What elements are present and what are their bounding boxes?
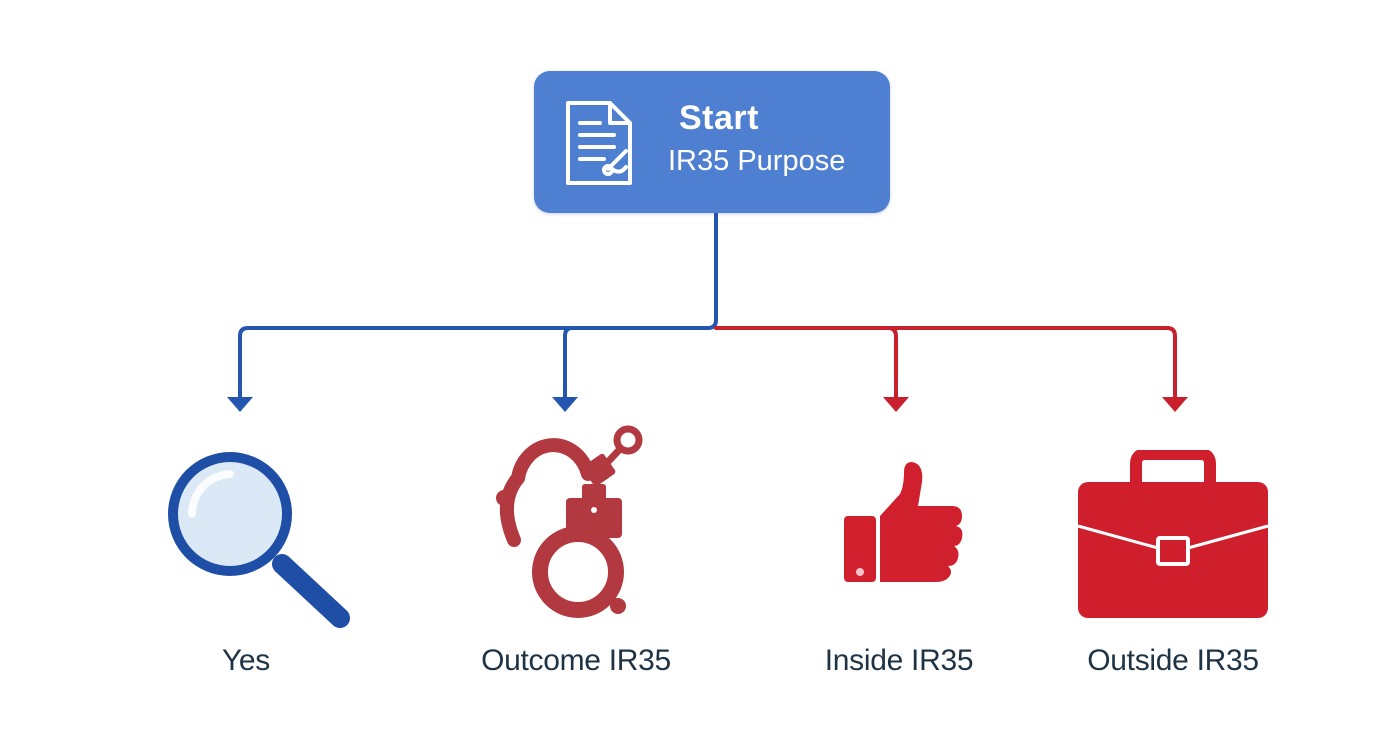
briefcase-icon — [1077, 450, 1269, 618]
outcome-label-outcome: Outcome IR35 — [481, 644, 671, 677]
arrow-head-outcome — [552, 397, 578, 412]
connector-blue-branch — [238, 326, 710, 400]
arrow-head-outside — [1162, 397, 1188, 412]
arrow-head-yes — [227, 397, 253, 412]
arrow-head-inside — [883, 397, 909, 412]
thumbs-up-icon — [844, 462, 963, 582]
outcome-label-outside: Outside IR35 — [1087, 644, 1259, 677]
outcome-label-inside: Inside IR35 — [824, 644, 974, 677]
connector-red-branch-2 — [886, 326, 898, 400]
start-node: Start IR35 Purpose — [534, 71, 890, 213]
start-title: Start — [679, 99, 759, 137]
handcuffs-icon — [496, 425, 643, 618]
start-subtitle: IR35 Purpose — [668, 145, 846, 177]
connector-blue-branch-2 — [563, 326, 574, 400]
document-icon — [566, 101, 632, 185]
connector-trunk — [706, 212, 718, 330]
magnifying-glass-icon — [168, 452, 350, 628]
outcome-label-yes: Yes — [221, 644, 271, 677]
connector-red-branch — [714, 326, 1177, 400]
